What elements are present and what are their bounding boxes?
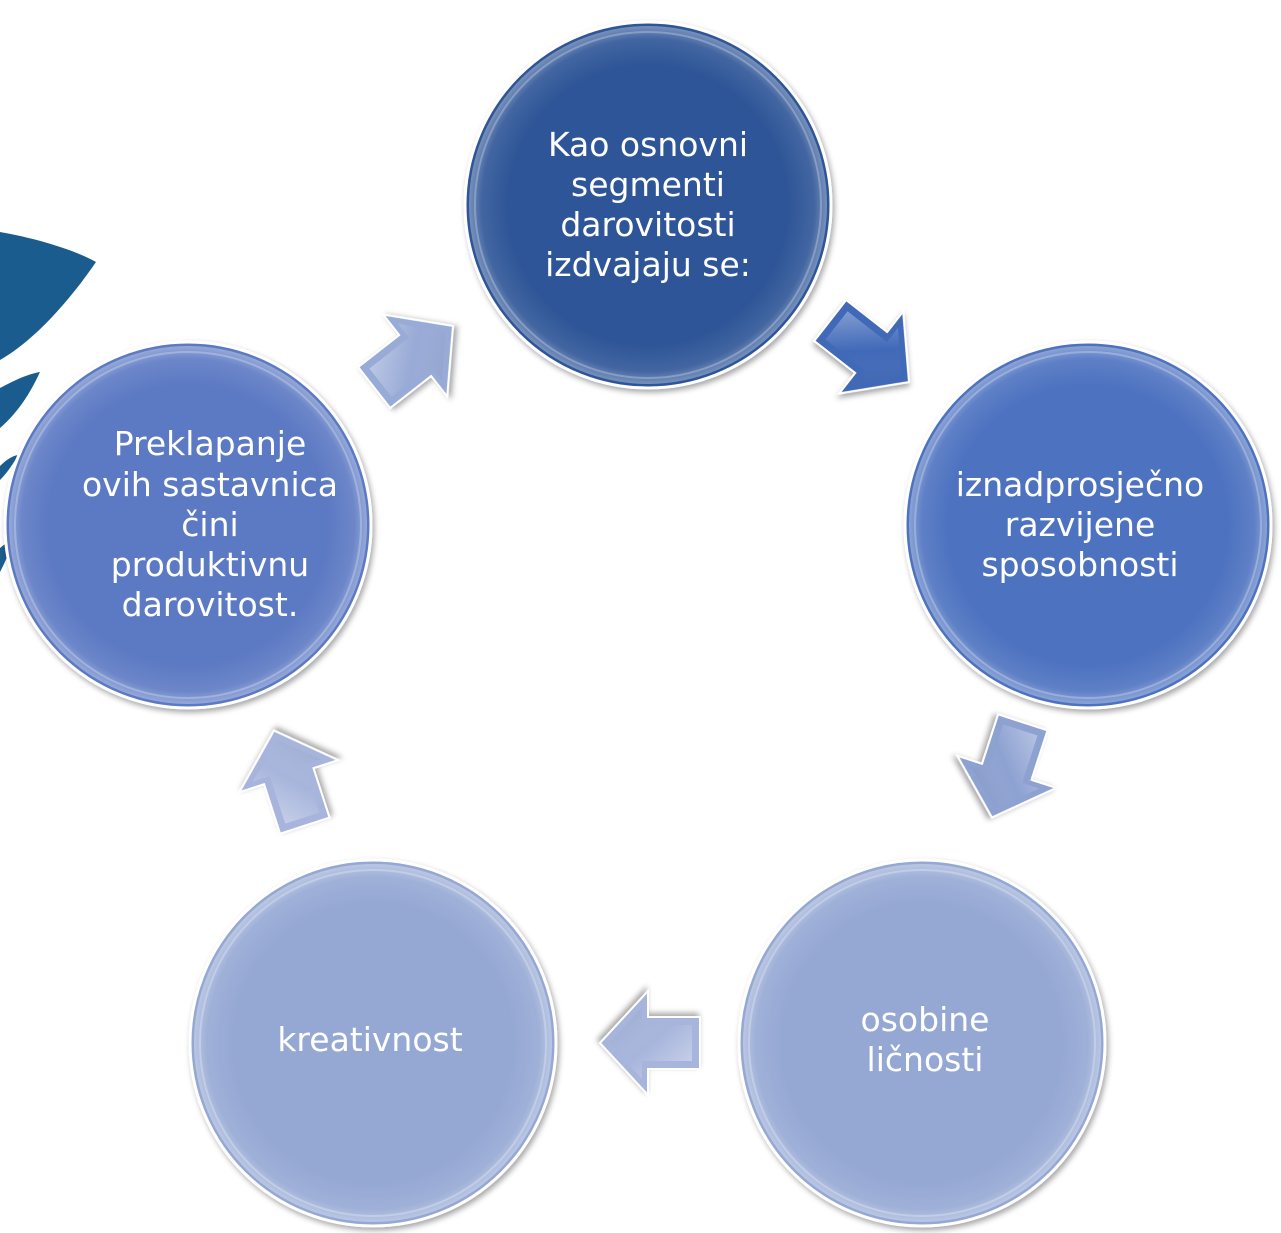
cycle-node-node-2 — [903, 340, 1273, 710]
cycle-node-node-3 — [737, 858, 1107, 1228]
arrow-bevel — [252, 740, 322, 824]
node-rim — [199, 869, 547, 1217]
node-gloss — [9, 346, 367, 704]
node-gloss — [743, 864, 1101, 1222]
node-rim — [748, 869, 1096, 1217]
cycle-node-node-1 — [463, 20, 833, 390]
cycle-arrow-node-1-to-node-2 — [812, 298, 911, 395]
cycle-node-node-5 — [3, 340, 373, 710]
node-rim — [474, 31, 822, 379]
cycle-arrow-node-3-to-node-4 — [598, 988, 701, 1098]
cycle-arrow-node-4-to-node-5 — [237, 729, 341, 835]
leaf-shape-3 — [0, 455, 18, 480]
arrow-bevel — [825, 311, 902, 385]
arrow-bevel — [369, 323, 446, 397]
node-gloss — [909, 346, 1267, 704]
leaf-shape-1 — [0, 232, 96, 360]
cycle-arrow-node-2-to-node-3 — [955, 713, 1059, 819]
arrow-bevel — [610, 1007, 692, 1079]
leaf-shape-2 — [0, 372, 40, 428]
node-gloss — [194, 864, 552, 1222]
arrow-bevel — [970, 724, 1040, 808]
node-rim — [914, 351, 1262, 699]
cycle-node-node-4 — [188, 858, 558, 1228]
cycle-arrow-node-5-to-node-1 — [356, 313, 455, 410]
node-rim — [14, 351, 362, 699]
node-gloss — [469, 26, 827, 384]
